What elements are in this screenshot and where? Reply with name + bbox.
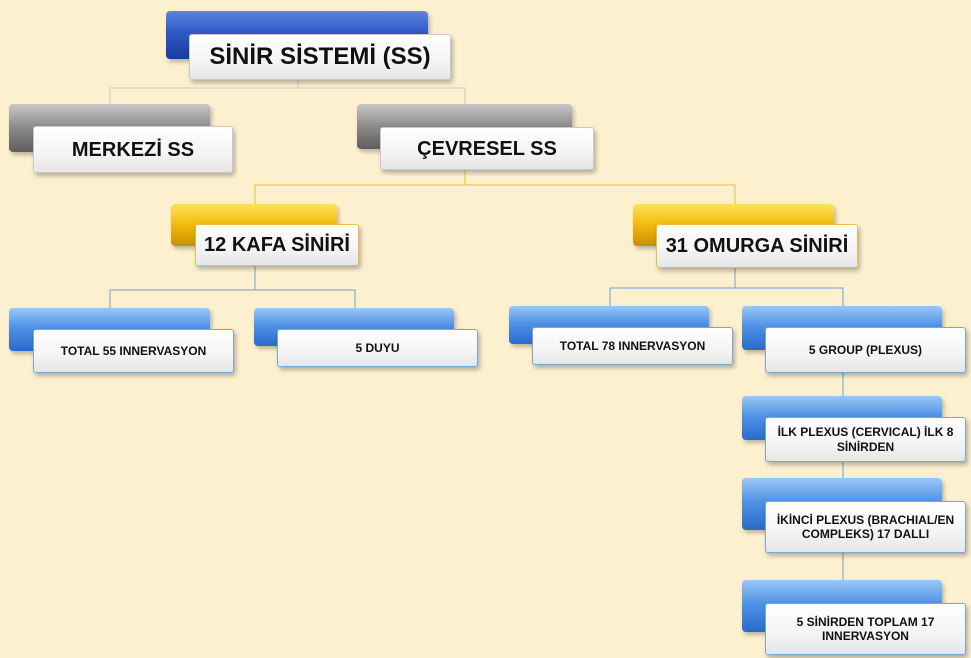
node-plexus-1-label: İLK PLEXUS (CERVICAL) İLK 8 SİNİRDEN xyxy=(765,417,966,462)
node-sinir-sistemi-label: SİNİR SİSTEMİ (SS) xyxy=(189,34,451,80)
node-omurga-total-label: TOTAL 78 INNERVASYON xyxy=(532,327,733,365)
connector-kafa-duyu xyxy=(255,289,356,308)
connector-root-cevresel xyxy=(297,80,466,104)
connector-kafa-total xyxy=(109,266,256,308)
node-omurga-siniri-label: 31 OMURGA SİNİRİ xyxy=(656,224,858,268)
node-merkezi-ss-label: MERKEZİ SS xyxy=(33,126,233,173)
node-group-plexus-label: 5 GROUP (PLEXUS) xyxy=(765,327,966,373)
node-kafa-siniri-label: 12 KAFA SİNİRİ xyxy=(195,224,359,266)
connector-cevresel-kafa xyxy=(254,170,466,204)
node-plexus-3-label: 5 SİNİRDEN TOPLAM 17 INNERVASYON xyxy=(765,603,966,655)
connector-cevresel-omurga xyxy=(465,184,736,204)
node-kafa-total-label: TOTAL 55 INNERVASYON xyxy=(33,329,234,373)
connector-omurga-total xyxy=(609,268,736,306)
node-duyu-label: 5 DUYU xyxy=(277,329,478,367)
node-cevresel-ss-label: ÇEVRESEL SS xyxy=(380,127,594,170)
connector-omurga-group xyxy=(735,287,844,306)
connector-root-merkezi xyxy=(109,80,299,104)
node-plexus-2-label: İKİNCİ PLEXUS (BRACHIAL/EN COMPLEKS) 17 … xyxy=(765,501,966,553)
